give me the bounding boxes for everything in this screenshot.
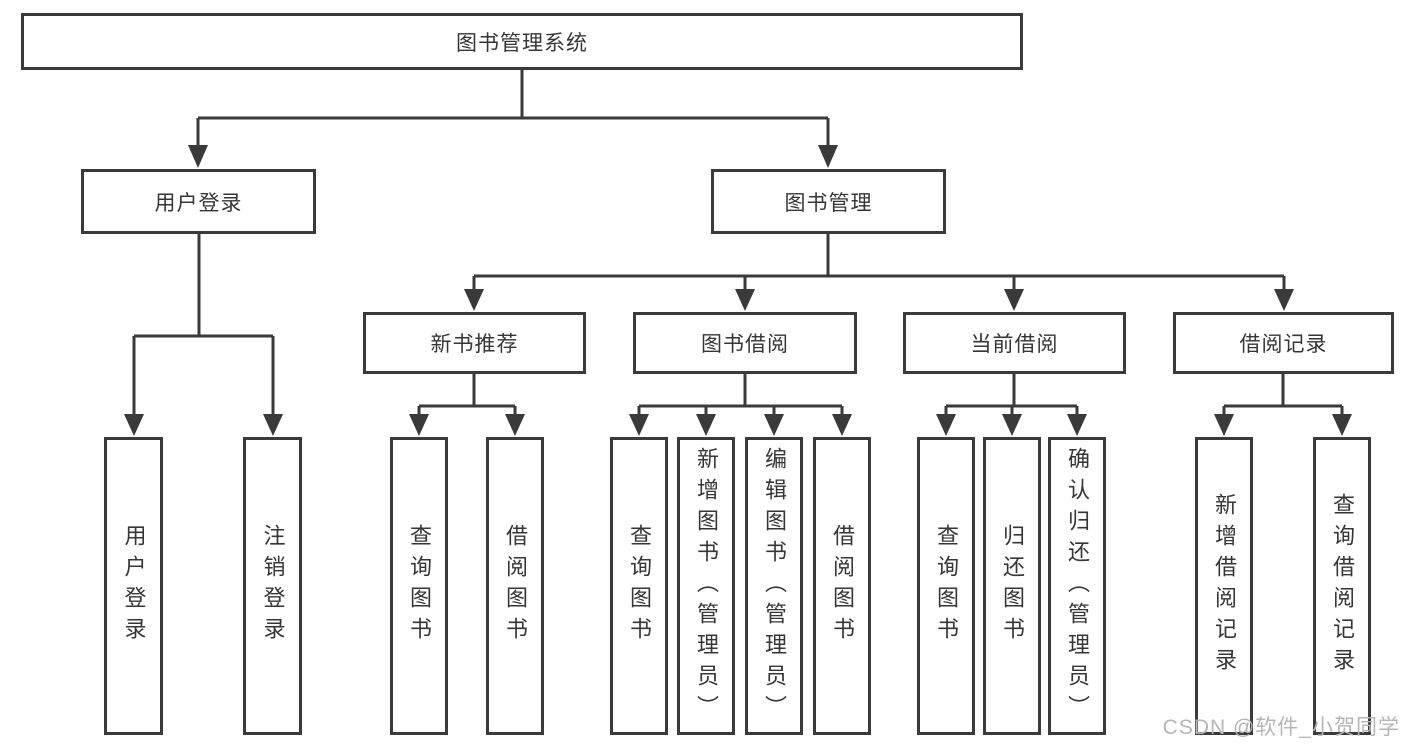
node-leaf-borrow-books-1: 借阅图书 xyxy=(486,437,544,735)
node-user-login-label: 用户登录 xyxy=(154,191,243,215)
node-leaf-edit-books-admin: 编辑图书（管理员） xyxy=(745,437,803,735)
node-leaf-query-books-2: 查询图书 xyxy=(610,437,668,735)
node-leaf-borrow-books-2-label: 借阅图书 xyxy=(830,524,855,648)
node-leaf-add-borrow-record: 新增借阅记录 xyxy=(1195,437,1253,735)
node-new-book-recommend-label: 新书推荐 xyxy=(430,333,519,356)
node-leaf-logout: 注销登录 xyxy=(243,437,302,735)
node-book-borrow-label: 图书借阅 xyxy=(701,333,789,356)
node-book-borrow: 图书借阅 xyxy=(633,312,857,374)
node-book-management: 图书管理 xyxy=(711,169,946,234)
node-book-management-label: 图书管理 xyxy=(784,191,873,215)
node-leaf-logout-label: 注销登录 xyxy=(260,524,286,648)
node-leaf-query-books-3-label: 查询图书 xyxy=(934,524,959,648)
node-leaf-add-borrow-record-label: 新增借阅记录 xyxy=(1212,493,1237,679)
node-leaf-query-borrow-record-label: 查询借阅记录 xyxy=(1330,493,1355,679)
node-leaf-return-books-label: 归还图书 xyxy=(1000,524,1025,648)
node-user-login: 用户登录 xyxy=(81,169,316,234)
node-borrow-records-label: 借阅记录 xyxy=(1239,333,1328,356)
node-library-system-label: 图书管理系统 xyxy=(456,31,588,55)
connector-user-login-children xyxy=(124,234,283,436)
node-leaf-borrow-books-2: 借阅图书 xyxy=(813,437,871,735)
node-leaf-user-login: 用户登录 xyxy=(104,437,163,735)
node-leaf-edit-books-admin-label: 编辑图书（管理员） xyxy=(762,446,787,726)
node-leaf-query-books-3: 查询图书 xyxy=(917,437,975,735)
connector-borrow-records-children xyxy=(1214,374,1352,436)
node-leaf-query-books-2-label: 查询图书 xyxy=(627,524,652,648)
connector-new-book-recommend-children xyxy=(409,374,525,436)
node-leaf-query-books-1: 查询图书 xyxy=(390,437,448,735)
node-leaf-user-login-label: 用户登录 xyxy=(121,524,147,648)
node-leaf-return-books: 归还图书 xyxy=(983,437,1041,735)
node-leaf-query-borrow-record: 查询借阅记录 xyxy=(1313,437,1371,735)
node-leaf-add-books-admin-label: 新增图书（管理员） xyxy=(694,446,719,726)
node-current-borrow-label: 当前借阅 xyxy=(970,333,1059,356)
node-leaf-confirm-return-admin-label: 确认归还（管理员） xyxy=(1065,446,1090,726)
node-leaf-confirm-return-admin: 确认归还（管理员） xyxy=(1048,437,1106,735)
connector-book-borrow-children xyxy=(629,374,852,436)
connector-book-management-children xyxy=(464,234,1294,311)
watermark: CSDN @软件_小贺同学 xyxy=(1162,716,1400,739)
node-borrow-records: 借阅记录 xyxy=(1173,312,1394,374)
connector-current-borrow-children xyxy=(936,374,1087,436)
node-leaf-query-books-1-label: 查询图书 xyxy=(407,524,432,648)
node-library-system: 图书管理系统 xyxy=(21,13,1023,70)
node-new-book-recommend: 新书推荐 xyxy=(363,312,586,374)
connector-root-to-level2 xyxy=(188,70,838,168)
node-leaf-borrow-books-1-label: 借阅图书 xyxy=(503,524,528,648)
node-leaf-add-books-admin: 新增图书（管理员） xyxy=(677,437,735,735)
node-current-borrow: 当前借阅 xyxy=(903,312,1126,374)
